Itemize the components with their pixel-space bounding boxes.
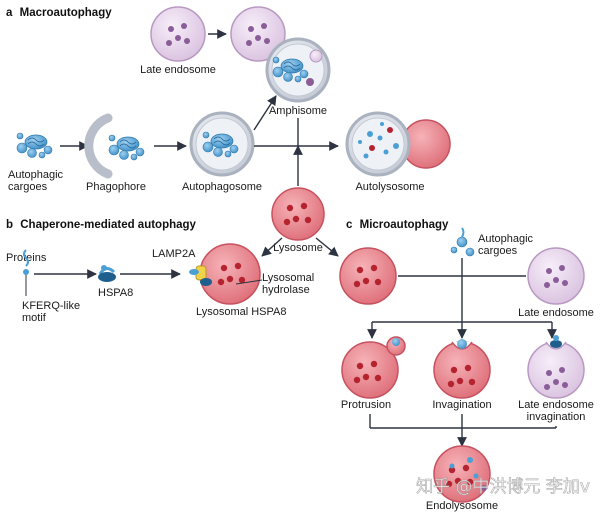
autophagic-cargoes-c-label-1: Autophagic [478,233,534,245]
late-endosome-top-left [150,6,206,62]
autophagic-cargoes-a [16,132,53,159]
panel-c-title: c Microautophagy [346,219,449,231]
late-endosome-invagination-label-1: Late endosome [518,399,594,411]
watermark-text: 知乎 @中洪博元 李加v [416,477,590,497]
autophagic-cargoes-a-label-2: cargoes [8,181,48,193]
protrusion-label: Protrusion [341,399,391,411]
panel-c-letter: c [346,219,353,231]
endolysosome-label: Endolysosome [426,500,498,512]
late-endosome-top-right [230,6,286,62]
amphisome [265,37,331,103]
lamp2a-label: LAMP2A [152,248,196,260]
late-endosome-c [527,247,585,305]
kferq-label-2: motif [22,312,47,324]
panel-a-letter: a [6,7,13,19]
panel-b-name: Chaperone-mediated autophagy [20,219,196,231]
cma-lysosome [189,243,261,305]
hydrolase-label-1: Lysosomal [262,272,314,284]
autophagosome [189,111,255,177]
invagination-label: Invagination [432,399,491,411]
panel-a-name: Macroautophagy [20,7,113,19]
autophagic-cargoes-c-label-2: cargoes [478,245,518,257]
lysosome [271,187,325,241]
autolysosome-label: Autolysosome [355,181,424,193]
late-endosome-invagination-label-2: invagination [527,411,586,423]
kferq-label-1: KFERQ-like [22,300,80,312]
autophagic-cargoes-c [450,227,475,257]
panel-a-title: a Macroautophagy [6,7,112,19]
protein-icon [23,249,29,296]
micro-lysosome [339,247,397,305]
endolysosome [433,445,491,503]
arrow-autophagosome-to-amphisome [253,95,277,131]
hspa8-label: HSPA8 [98,287,133,299]
lysosomal-hspa8-label: Lysosomal HSPA8 [196,306,286,318]
arrow-lysosome-to-micro [315,237,339,257]
hspa8-icon [98,265,116,282]
phagophore [84,113,145,179]
arrow-lysosome-to-cma [261,237,283,257]
late-endosome-c-label: Late endosome [518,307,594,319]
hydrolase-pointer [235,279,263,285]
panel-c-name: Microautophagy [360,219,449,231]
hydrolase-label-2: hydrolase [262,284,310,296]
panel-b-title: b Chaperone-mediated autophagy [6,219,197,231]
panel-b-letter: b [6,219,13,231]
late-endosome-invagination [527,335,585,399]
autolysosome [345,111,451,177]
protrusion [341,336,406,399]
autophagosome-label: Autophagosome [182,181,262,193]
amphisome-label: Amphisome [269,105,327,117]
invagination [433,339,491,399]
autophagic-cargoes-a-label-1: Autophagic [8,169,64,181]
late-endosome-label: Late endosome [140,64,216,76]
phagophore-label: Phagophore [86,181,146,193]
lysosome-label: Lysosome [273,242,323,254]
